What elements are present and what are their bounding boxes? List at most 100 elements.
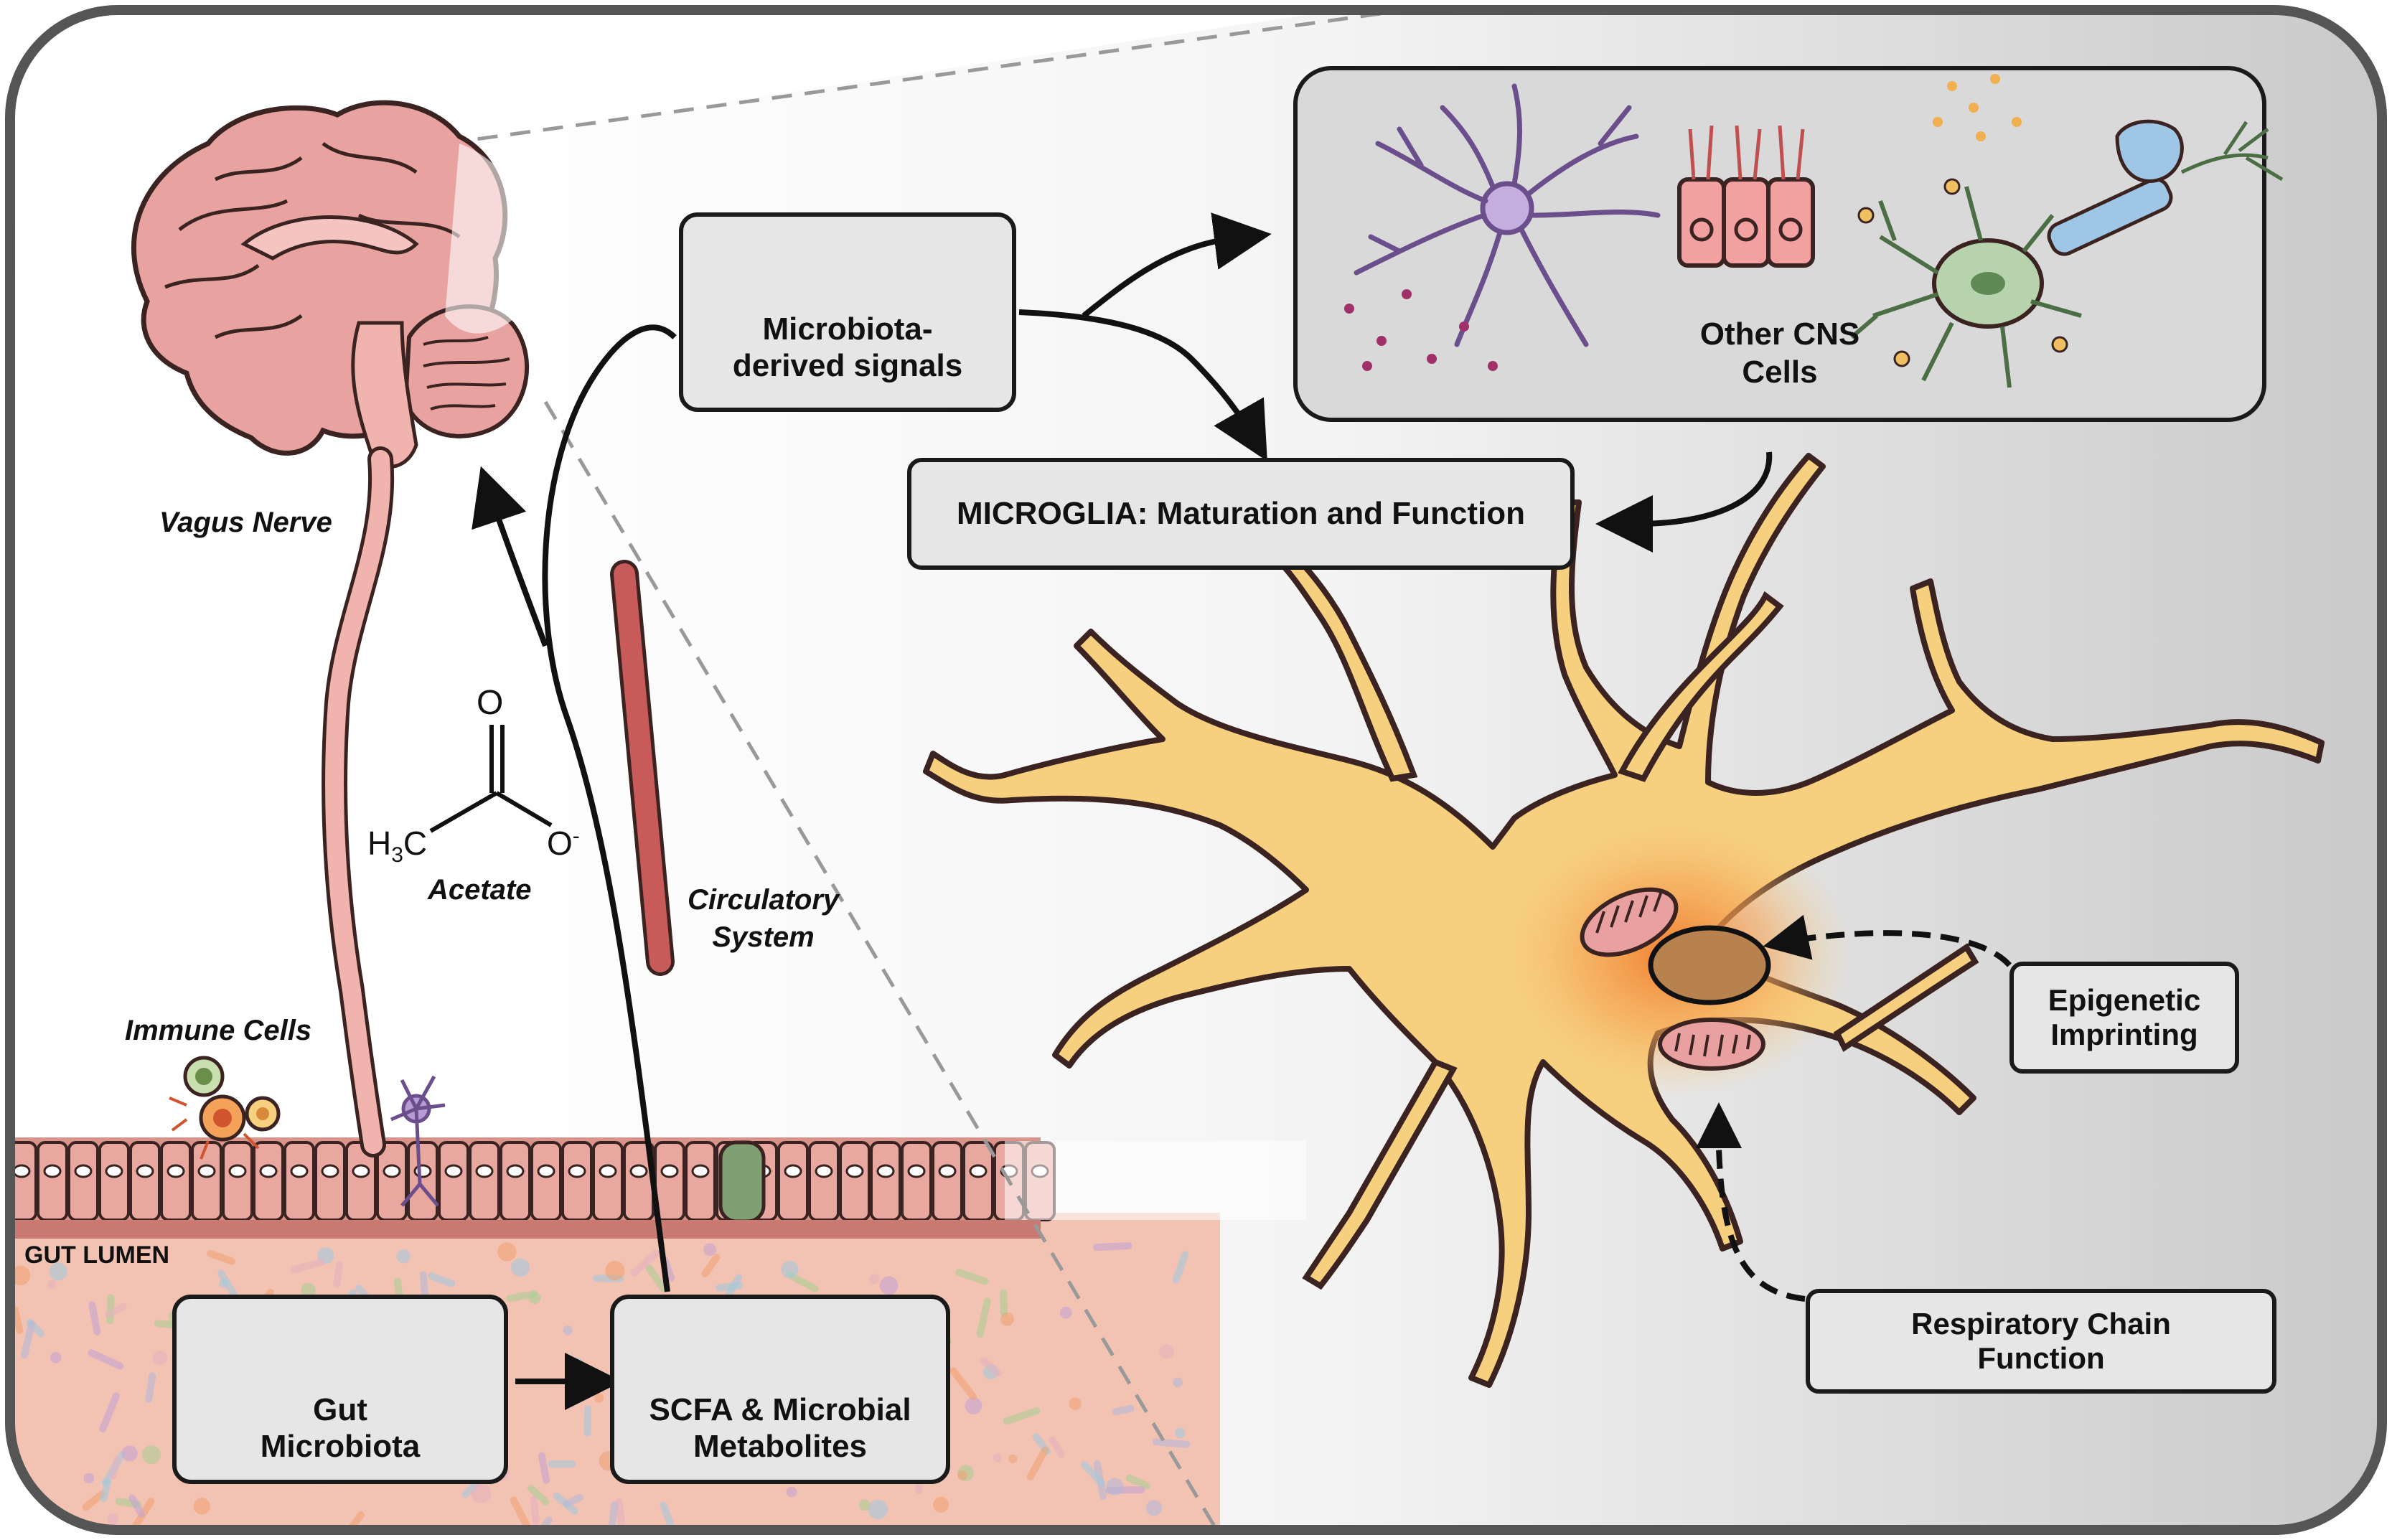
lumen-particle xyxy=(605,1260,625,1281)
lumen-bacterium xyxy=(88,1301,101,1335)
epithelial-nucleus xyxy=(876,1164,895,1178)
ependymal-cells xyxy=(1677,125,1815,268)
epithelial-cell xyxy=(499,1141,531,1221)
lumen-bacterium xyxy=(217,1269,239,1300)
lumen-particle xyxy=(869,1274,880,1285)
acetate-sub3: 3 xyxy=(391,843,403,868)
lumen-particle xyxy=(529,1292,541,1305)
lumen-particle xyxy=(1159,1343,1174,1359)
epithelial-nucleus xyxy=(43,1164,62,1178)
acetate-structure xyxy=(429,725,553,833)
lumen-particle xyxy=(957,1470,967,1480)
scfa-line1: SCFA & Microbial xyxy=(649,1392,911,1428)
lumen-bacterium xyxy=(630,1249,660,1277)
lumen-bacterium xyxy=(510,1496,532,1530)
epithelial-cell xyxy=(191,1141,222,1221)
gut-lumen-label: GUT LUMEN xyxy=(24,1241,170,1269)
epithelial-cell xyxy=(932,1141,963,1221)
lumen-bacterium xyxy=(88,1349,124,1370)
respiratory-line2: Function xyxy=(1977,1341,2105,1375)
epithelial-cell xyxy=(438,1141,469,1221)
lumen-particle xyxy=(786,1486,797,1498)
lumen-particle xyxy=(121,1445,138,1462)
brain-illustration xyxy=(131,100,535,469)
epithelial-cell xyxy=(253,1141,284,1221)
vagus-nerve-label: Vagus Nerve xyxy=(159,507,332,538)
epithelial-cells xyxy=(10,1140,1056,1224)
lumen-particle xyxy=(594,1392,604,1403)
epithelial-cell xyxy=(685,1141,716,1221)
epithelial-cell xyxy=(283,1141,315,1221)
acetate-o: O xyxy=(547,825,573,862)
enteric-neuron xyxy=(390,1075,446,1207)
acetate-h: H xyxy=(367,825,392,862)
lumen-particle xyxy=(396,1249,411,1264)
epithelial-cell xyxy=(901,1141,932,1221)
epithelial-nucleus xyxy=(691,1164,710,1178)
epithelial-cell xyxy=(530,1141,562,1221)
outer-frame xyxy=(5,5,2387,1535)
acetate-o-top: O xyxy=(477,684,504,722)
lumen-bacterium xyxy=(82,1490,105,1511)
epithelial-nucleus xyxy=(815,1164,833,1178)
lumen-particle xyxy=(858,1499,871,1511)
signals-line1: Microbiota- xyxy=(762,311,933,347)
microglia-illustration xyxy=(923,453,2325,1388)
epithelial-nucleus xyxy=(845,1164,864,1178)
acetate-c: C xyxy=(403,825,428,862)
epithelial-cell xyxy=(870,1141,901,1221)
epithelial-nucleus xyxy=(413,1164,432,1178)
lumen-particle xyxy=(993,1453,1003,1462)
lumen-bacterium xyxy=(548,1460,576,1468)
lumen-particle xyxy=(47,1280,57,1289)
lumen-bacterium xyxy=(290,1258,325,1274)
lumen-bacterium xyxy=(333,1261,343,1288)
lumen-particle xyxy=(301,1282,316,1298)
lumen-bacterium xyxy=(1000,1289,1008,1318)
epithelial-nucleus xyxy=(660,1164,679,1178)
lumen-bacterium xyxy=(949,1367,977,1401)
lumen-bacterium xyxy=(506,1290,538,1302)
lumen-bacterium xyxy=(538,1452,550,1484)
lumen-bacterium xyxy=(461,1480,479,1498)
gut-microbiota-line1: Gut xyxy=(313,1392,367,1428)
lumen-particle xyxy=(49,1262,67,1281)
lumen-particle xyxy=(1069,1397,1082,1410)
epigenetic-line2: Imprinting xyxy=(2050,1018,2198,1051)
lumen-particle xyxy=(141,1445,161,1465)
lumen-bacterium xyxy=(1112,1404,1135,1416)
lumen-bacterium xyxy=(955,1269,989,1285)
epithelial-nucleus xyxy=(321,1164,339,1178)
epithelial-cell xyxy=(592,1141,624,1221)
lumen-bacterium xyxy=(109,1455,121,1480)
epithelial-nucleus xyxy=(444,1164,463,1178)
lumen-bacterium xyxy=(1026,1446,1049,1480)
lumen-bacterium xyxy=(527,1485,550,1506)
lumen-bacterium xyxy=(645,1264,667,1292)
epithelial-nucleus xyxy=(784,1164,802,1178)
lumen-particle xyxy=(563,1325,573,1335)
lumen-bacterium xyxy=(1125,1474,1150,1490)
epithelial-cell xyxy=(407,1141,438,1221)
epithelial-cell xyxy=(808,1141,840,1221)
epithelial-nucleus xyxy=(136,1164,154,1178)
lumen-bacterium xyxy=(145,1372,156,1403)
scfa-metabolites-box: SCFA & Microbial Metabolites xyxy=(610,1295,950,1484)
purple-dots xyxy=(1344,289,1498,371)
lumen-bacterium xyxy=(206,1249,236,1265)
lumen-bacterium xyxy=(99,1392,120,1433)
epithelial-cell xyxy=(561,1141,593,1221)
lumen-bacterium xyxy=(980,1357,1003,1377)
epithelial-nucleus xyxy=(352,1164,370,1178)
lumen-bacterium xyxy=(976,1297,991,1338)
epithelial-cell xyxy=(839,1141,871,1221)
lumen-particle xyxy=(868,1499,888,1520)
lumen-particle xyxy=(1008,1454,1018,1464)
lumen-particle xyxy=(965,1396,982,1414)
lumen-particle xyxy=(1145,1500,1163,1516)
respiratory-chain-box: Respiratory Chain Function xyxy=(1806,1289,2276,1394)
circulatory-system-label: Circulatory System xyxy=(688,881,839,956)
immune-cells-illustration xyxy=(169,1056,281,1160)
epithelial-nucleus xyxy=(105,1164,123,1178)
circulatory-line1: Circulatory xyxy=(688,884,840,916)
